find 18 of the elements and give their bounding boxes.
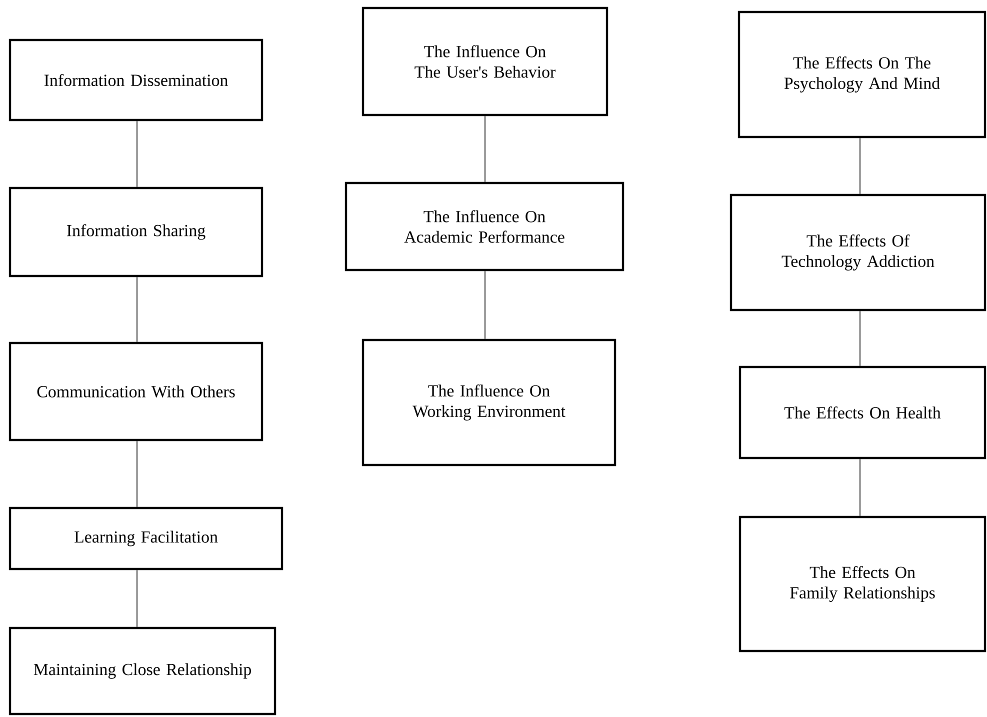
text-box: The Effects On Family Relationships [738,516,986,652]
text-box: Communication With Others [8,342,264,442]
text-box: Information Dissemination [8,38,264,122]
text-box: Learning Facilitation [8,506,284,570]
text-box: The Effects On Health [738,366,986,460]
connector-line [136,276,138,342]
text-box: Maintaining Close Relationship [8,626,276,716]
connector-line [136,440,138,508]
text-box: The Influence On The User's Behavior [362,6,608,116]
connector-line [136,120,138,188]
connector-line [484,116,486,182]
text-box: The Influence On Working Environment [362,338,616,466]
connector-line [484,270,486,340]
text-box: The Effects Of Technology Addiction [730,194,986,312]
text-box: Information Sharing [8,186,264,278]
connector-line [136,570,138,628]
text-box: The Influence On Academic Performance [344,182,624,272]
text-box: The Effects On The Psychology And Mind [738,10,986,138]
